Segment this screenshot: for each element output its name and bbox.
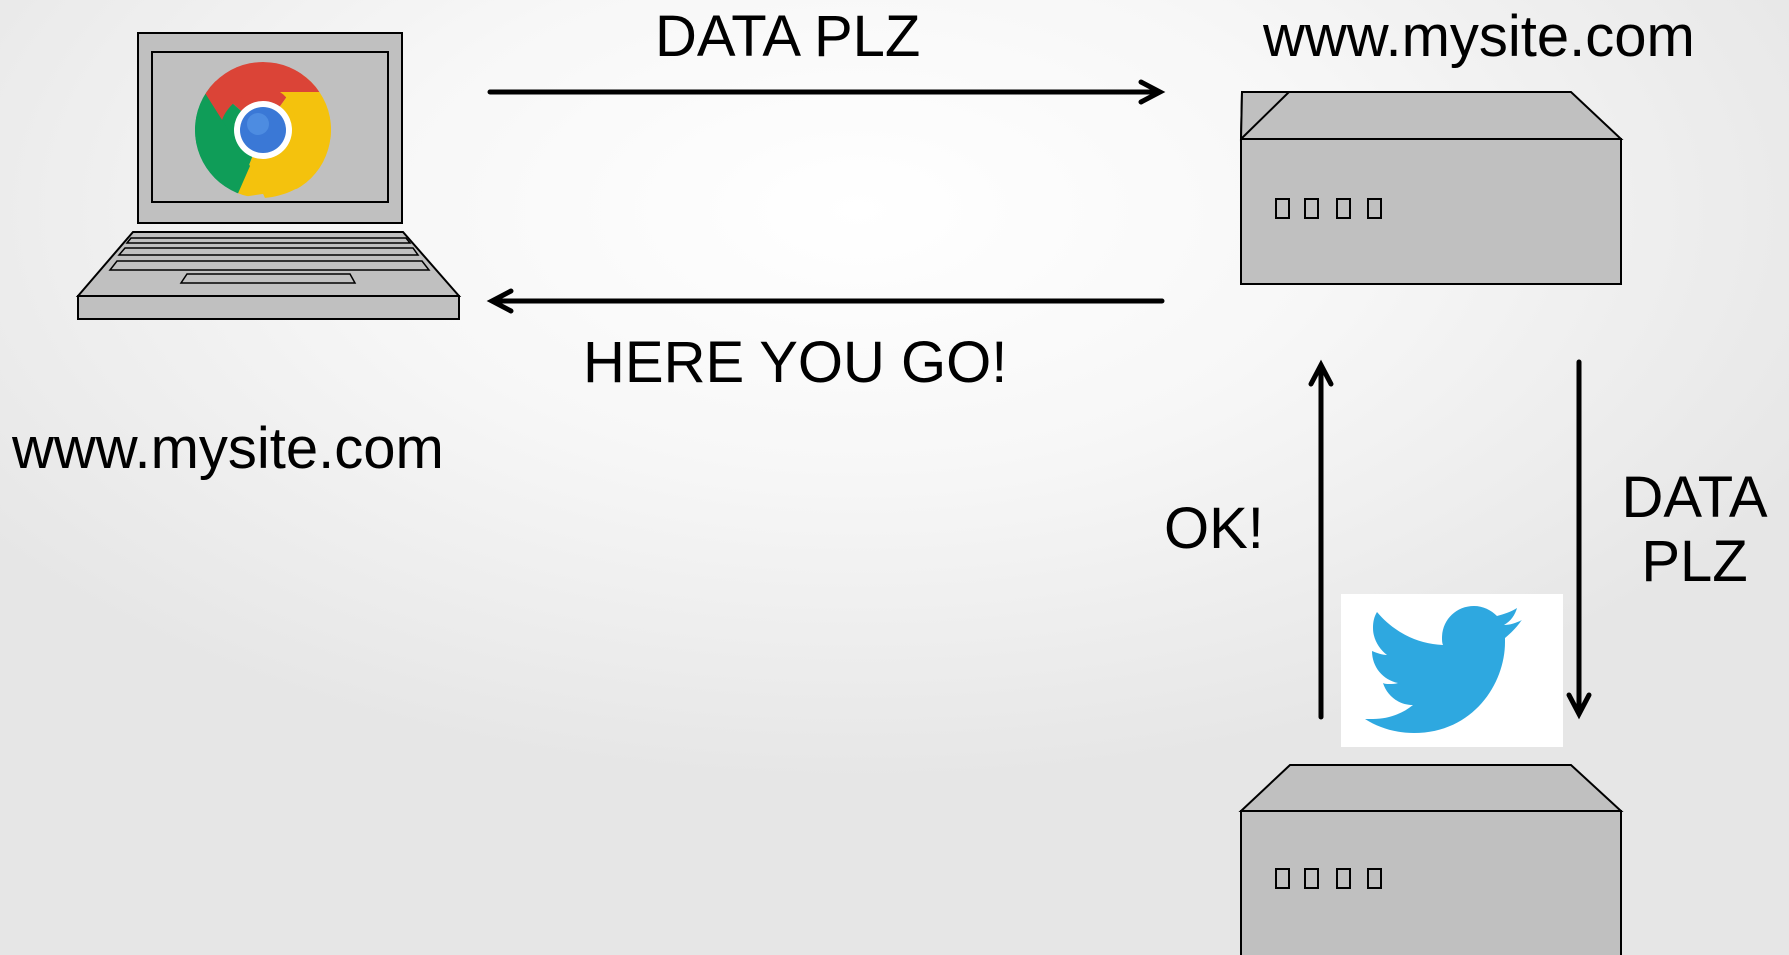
forward-request-arrow [1566,359,1592,720]
forward-request-label-line2: PLZ [1641,528,1748,594]
request-label: DATA PLZ [655,4,921,69]
forward-request-label-line1: DATA [1621,465,1768,530]
server-status-lights [1275,868,1382,889]
ok-label: OK! [1164,496,1264,561]
forward-request-label: DATA PLZ [1612,466,1777,594]
server-domain-label: www.mysite.com [1263,4,1695,69]
twitter-bird-icon [1341,594,1563,747]
web-server-icon [1239,91,1624,285]
ok-arrow [1308,359,1334,720]
api-server-icon [1238,764,1624,955]
response-label: HERE YOU GO! [583,330,1008,395]
request-arrow [487,79,1166,105]
response-arrow [486,288,1165,314]
server-status-lights [1275,198,1382,219]
client-domain-label: www.mysite.com [12,416,444,481]
